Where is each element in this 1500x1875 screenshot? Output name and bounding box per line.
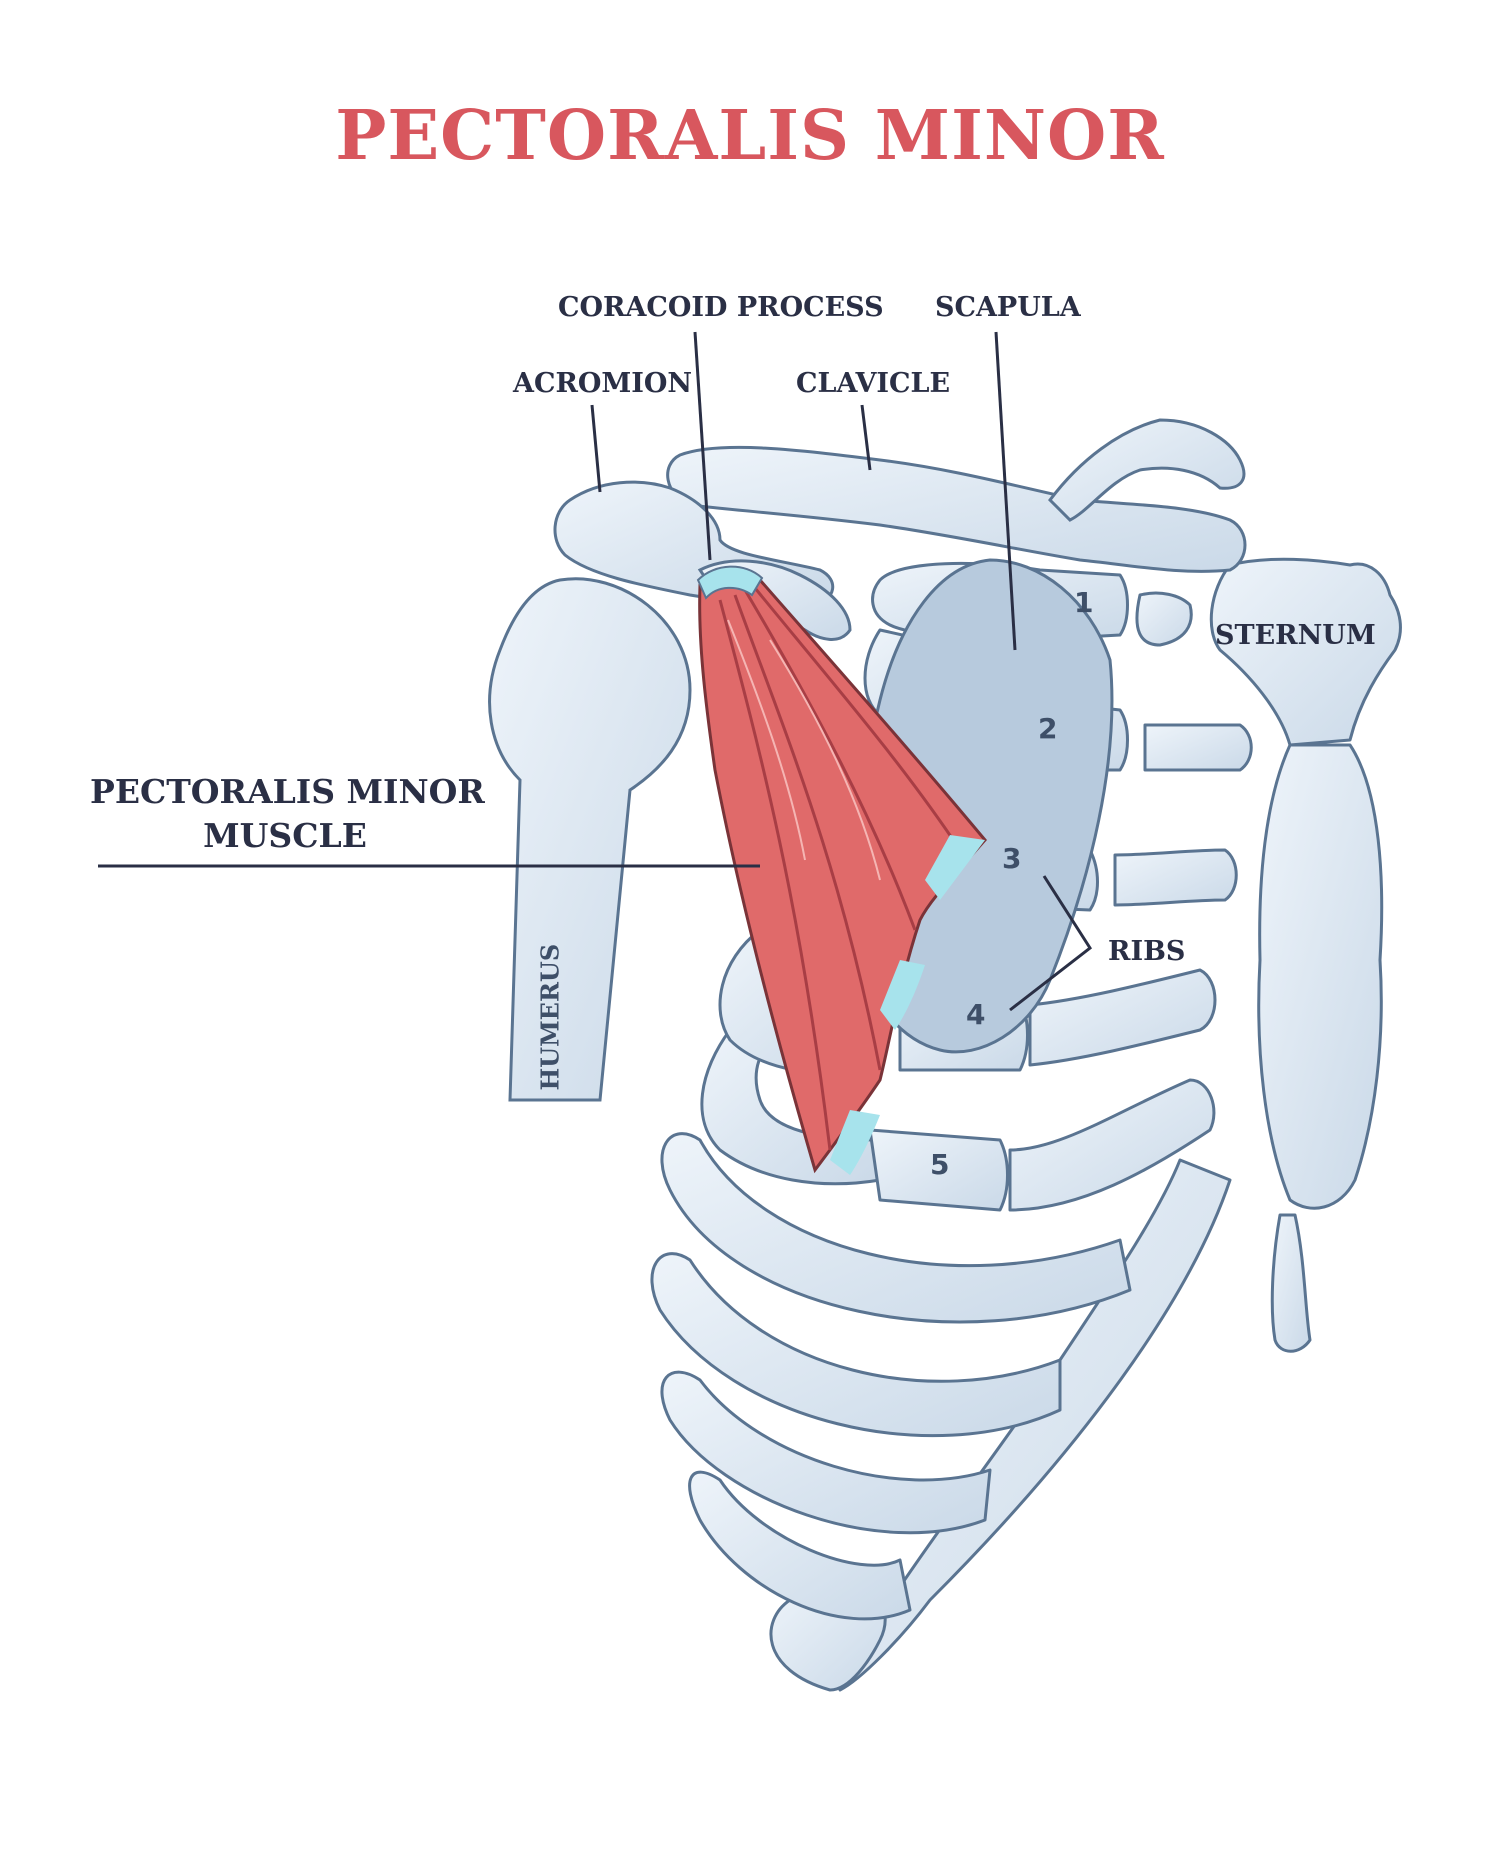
rib-number-4: 4: [966, 998, 986, 1031]
label-muscle-line-1: PECTORALIS MINOR: [90, 772, 485, 811]
label-sternum: STERNUM: [1215, 620, 1376, 651]
label-coracoid-process: CORACOID PROCESS: [558, 292, 884, 323]
insertion-tendon-5: [830, 1110, 880, 1175]
rib-3-cartilage: [1113, 848, 1238, 907]
rib-1-cartilage: [1135, 591, 1193, 647]
clavicle: [666, 445, 1247, 573]
label-humerus: HUMERUS: [535, 943, 565, 1091]
origin-tendon: [696, 565, 764, 600]
rib-7: [650, 1252, 1062, 1438]
rib-6: [660, 1132, 1132, 1324]
clavicle-leader: [860, 404, 872, 471]
rib-5-cartilage: [1008, 1078, 1216, 1212]
rib-8: [660, 1370, 992, 1535]
insertion-tendon-4: [880, 960, 925, 1030]
rib-number-5: 5: [930, 1148, 950, 1181]
rib-2-cartilage: [1143, 723, 1253, 772]
pectoralis-minor-muscle: [696, 565, 987, 1175]
ribs-leader: [1009, 875, 1093, 1012]
sternum: [1209, 557, 1402, 1353]
label-ribs: RIBS: [1108, 936, 1186, 967]
scapula-leader: [994, 331, 1017, 651]
label-pectoralis-minor-muscle: PECTORALIS MINOR MUSCLE: [90, 770, 485, 858]
label-acromion: ACROMION: [513, 368, 693, 399]
leader-lines: [98, 331, 1093, 1012]
rib-number-1: 1: [1074, 586, 1094, 619]
label-scapula: SCAPULA: [935, 292, 1081, 323]
clavicle-hook: [1048, 418, 1246, 522]
label-clavicle: CLAVICLE: [796, 368, 951, 399]
insertion-tendon-3: [925, 835, 985, 900]
rib-9: [688, 1470, 912, 1621]
coracoid-leader: [693, 331, 712, 561]
rib-4-cartilage: [1028, 968, 1217, 1067]
page-title: PECTORALIS MINOR: [335, 96, 1165, 176]
rib-number-3: 3: [1002, 842, 1022, 875]
rib-number-2: 2: [1038, 712, 1058, 745]
label-muscle-line-2: MUSCLE: [203, 816, 367, 855]
rib-5: [868, 1128, 1009, 1212]
scapula: [854, 558, 1114, 1054]
humerus: [488, 577, 692, 1102]
acromion-leader: [590, 404, 602, 493]
